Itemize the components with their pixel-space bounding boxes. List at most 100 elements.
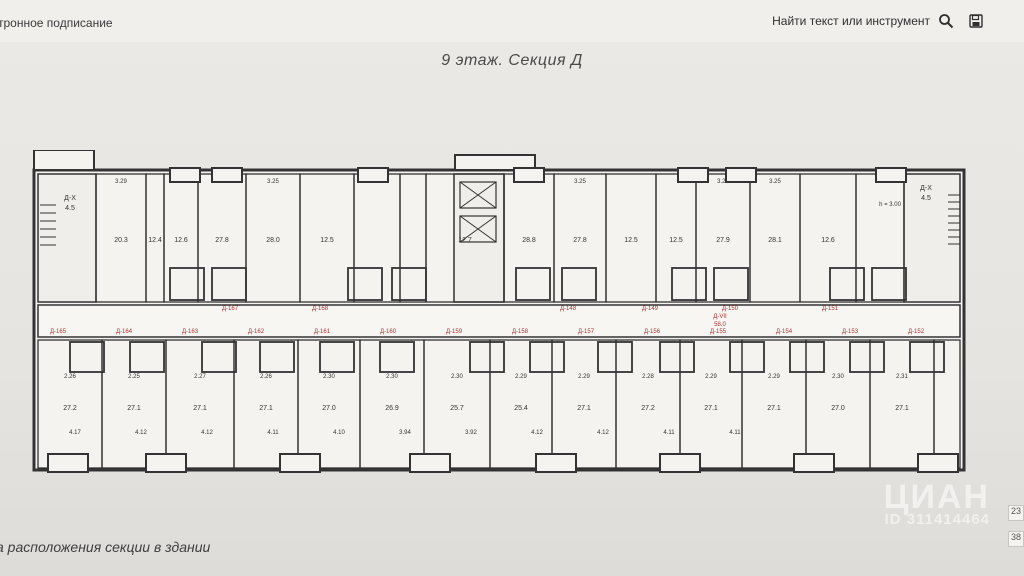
- lower-bathroom: [129, 341, 165, 373]
- lower-room-area: 25.4: [514, 405, 528, 412]
- upper-room-width: 3.29: [115, 179, 127, 185]
- unit-label: Д-154: [776, 329, 793, 335]
- unit-label-upper: Д-148: [560, 306, 577, 312]
- unit-label: Д-157: [578, 329, 595, 335]
- ceiling-height-note: h = 3.00: [879, 202, 902, 208]
- upper-room-width: 3.25: [574, 179, 586, 185]
- lower-balcony: [409, 453, 451, 473]
- e-signature-tab[interactable]: тронное подписание: [0, 16, 113, 30]
- lower-room-width: 2.25: [128, 374, 140, 380]
- upper-room-area: 12.7: [458, 237, 472, 244]
- upper-room-area: 12.5: [624, 237, 638, 244]
- lower-room-depth: 4.12: [135, 430, 147, 436]
- lower-bathroom: [729, 341, 765, 373]
- lower-room-depth: 3.92: [465, 430, 477, 436]
- lower-room-width: 2.31: [896, 374, 908, 380]
- lower-balcony: [47, 453, 89, 473]
- upper-bathroom: [169, 267, 205, 301]
- lower-bathroom: [849, 341, 885, 373]
- lower-balcony: [279, 453, 321, 473]
- elevator-cross: [459, 215, 497, 243]
- corridor-label: Д-VII: [713, 314, 727, 320]
- lower-bathroom: [69, 341, 105, 373]
- unit-label: Д-158: [512, 329, 529, 335]
- lower-room-area: 27.1: [259, 405, 273, 412]
- upper-bathroom: [561, 267, 597, 301]
- find-tool-button[interactable]: Найти текст или инструмент: [772, 13, 954, 29]
- upper-balcony: [513, 167, 545, 183]
- lower-balcony: [659, 453, 701, 473]
- upper-room-area: 27.9: [716, 237, 730, 244]
- lower-room-width: 2.29: [705, 374, 717, 380]
- unit-label-upper: Д-149: [642, 306, 659, 312]
- elevator-shaft: [459, 215, 497, 243]
- upper-bathroom: [211, 267, 247, 301]
- lower-room-area: 27.1: [577, 405, 591, 412]
- upper-bathroom: [515, 267, 551, 301]
- lower-room-depth: 3.94: [399, 430, 411, 436]
- upper-balcony: [725, 167, 757, 183]
- upper-bathroom: [671, 267, 707, 301]
- unit-label: Д-160: [380, 329, 397, 335]
- watermark-id: ID 311414464: [884, 511, 990, 528]
- find-tool-label: Найти текст или инструмент: [772, 14, 930, 28]
- lower-bathroom: [469, 341, 505, 373]
- stair-left-label: Д-X: [64, 195, 76, 202]
- upper-room-area: 28.1: [768, 237, 782, 244]
- toolbar-right-group: Найти текст или инструмент: [772, 13, 984, 29]
- page-number-tab[interactable]: 23: [1008, 505, 1024, 521]
- lower-room-width: 2.26: [64, 374, 76, 380]
- upper-room-area: 12.4: [148, 237, 162, 244]
- unit-label: Д-156: [644, 329, 661, 335]
- upper-room-area: 27.8: [215, 237, 229, 244]
- save-icon[interactable]: [968, 13, 984, 29]
- lower-bathroom: [659, 341, 695, 373]
- lower-balcony: [917, 453, 959, 473]
- roof-exit: [33, 150, 95, 171]
- upper-bathroom: [829, 267, 865, 301]
- upper-balcony: [357, 167, 389, 183]
- unit-label-upper: Д-150: [722, 306, 739, 312]
- lower-room-area: 27.1: [767, 405, 781, 412]
- lower-bathroom: [319, 341, 355, 373]
- upper-bathroom: [347, 267, 383, 301]
- search-icon: [939, 14, 954, 29]
- section-caption: а расположения секции в здании: [0, 539, 211, 555]
- page-count-tab[interactable]: 38: [1008, 531, 1024, 547]
- upper-room-area: 28.8: [522, 237, 536, 244]
- upper-room-area: 12.5: [320, 237, 334, 244]
- lower-room-area: 25.7: [450, 405, 464, 412]
- floor-title: 9 этаж. Секция Д: [441, 52, 583, 69]
- lower-room-area: 27.1: [127, 405, 141, 412]
- lower-room-width: 2.27: [194, 374, 206, 380]
- unit-label-upper: Д-167: [222, 306, 239, 312]
- top-core-bump: [454, 154, 536, 171]
- unit-label: Д-155: [710, 329, 727, 335]
- lower-room-area: 27.1: [704, 405, 718, 412]
- lower-bathroom: [259, 341, 295, 373]
- upper-room-area: 20.3: [114, 237, 128, 244]
- lower-room-width: 2.30: [386, 374, 398, 380]
- unit-label-upper: Д-168: [312, 306, 329, 312]
- lower-room-width: 2.30: [832, 374, 844, 380]
- unit-label: Д-152: [908, 329, 925, 335]
- lower-bathroom: [379, 341, 415, 373]
- unit-label: Д-161: [314, 329, 331, 335]
- upper-bathroom: [871, 267, 907, 301]
- lower-room-depth: 4.11: [663, 430, 675, 436]
- lower-bathroom: [909, 341, 945, 373]
- lower-balcony: [793, 453, 835, 473]
- upper-room-area: 27.8: [573, 237, 587, 244]
- lower-bathroom: [597, 341, 633, 373]
- lower-room-depth: 4.11: [729, 430, 741, 436]
- upper-room-area: 12.5: [669, 237, 683, 244]
- upper-bathroom: [713, 267, 749, 301]
- lower-room-width: 2.30: [451, 374, 463, 380]
- lower-bathroom: [529, 341, 565, 373]
- unit-label: Д-164: [116, 329, 133, 335]
- lower-room-depth: 4.12: [201, 430, 213, 436]
- lower-room-area: 27.0: [831, 405, 845, 412]
- upper-balcony: [211, 167, 243, 183]
- lower-room-width: 2.28: [642, 374, 654, 380]
- lower-room-depth: 4.10: [333, 430, 345, 436]
